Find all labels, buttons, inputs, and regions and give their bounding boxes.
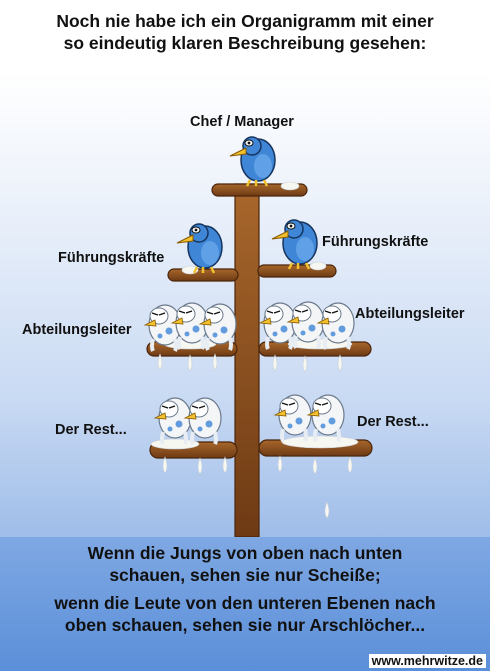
abteilung-bird: [286, 300, 326, 350]
rest-bird: [153, 396, 193, 446]
abteilung-bird: [316, 301, 356, 351]
footer-line4: oben schauen, sehen sie nur Arschlöcher.…: [64, 615, 426, 635]
label-abteilung-left: Abteilungsleiter: [22, 322, 132, 338]
fuehrung-bird-right: [270, 218, 319, 271]
tree-trunk: [234, 183, 260, 537]
abteilung-bird: [170, 301, 210, 351]
header-title-line2: so eindeutig klaren Beschreibung gesehen…: [63, 33, 427, 53]
footer-line2: schauen, sehen sie nur Scheiße;: [109, 565, 381, 585]
label-fuehrung-right: Führungskräfte: [322, 234, 429, 250]
chef-bird: [228, 135, 277, 188]
footer-line1: Wenn die Jungs von oben nach unten: [87, 543, 403, 563]
label-abteilung-right: Abteilungsleiter: [355, 306, 465, 322]
cartoon-scene: Chef / Manager Führungskräfte Führungskr…: [0, 72, 490, 537]
abteilung-bird: [258, 301, 298, 351]
abteilung-bird: [143, 303, 183, 353]
label-chef: Chef / Manager: [190, 114, 294, 130]
site-watermark: www.mehrwitze.de: [368, 654, 486, 668]
label-rest-right: Der Rest...: [357, 414, 429, 430]
header-title-line1: Noch nie habe ich ein Organigramm mit ei…: [56, 11, 434, 31]
label-fuehrung-left: Führungskräfte: [58, 250, 165, 266]
footer-line3: wenn die Leute von den unteren Ebenen na…: [54, 593, 436, 613]
org-tree-illustration: [143, 135, 373, 537]
rest-bird: [183, 396, 223, 446]
rest-bird: [306, 393, 346, 443]
fuehrung-bird-left: [175, 222, 224, 275]
label-rest-left: Der Rest...: [55, 422, 127, 438]
header: Noch nie habe ich ein Organigramm mit ei…: [0, 0, 490, 72]
footer-caption: Wenn die Jungs von oben nach unten schau…: [0, 537, 490, 671]
rest-bird: [273, 393, 313, 443]
